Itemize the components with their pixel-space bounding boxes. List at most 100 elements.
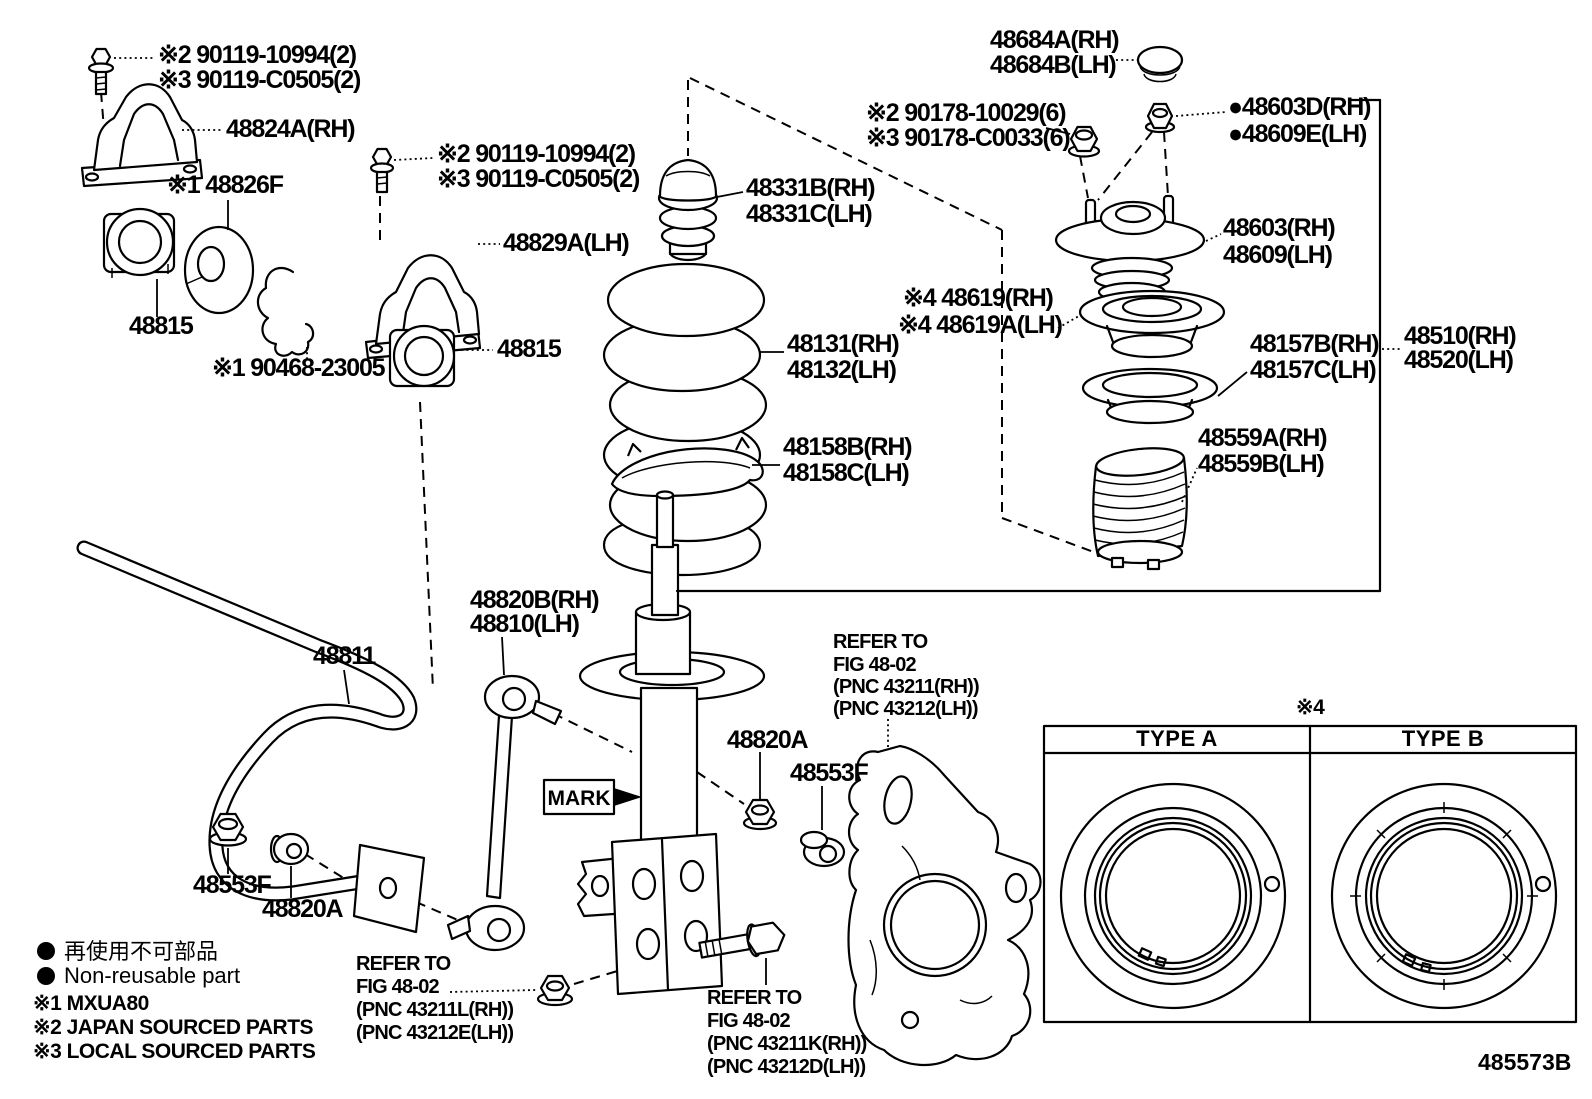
label-48559b: 48559B(LH) <box>1198 450 1324 478</box>
bolt-knuckle-drawing <box>698 921 786 959</box>
refer-block-strut-lower: REFER TO FIG 48-02 (PNC 43211L(RH)) (PNC… <box>356 953 514 1044</box>
stabilizer-link-drawing <box>446 674 563 952</box>
refer-block-knuckle-upper: REFER TO FIG 48-02 (PNC 43211(RH)) (PNC … <box>833 631 980 720</box>
labels-group: ※2 90119-10994(2) ※3 90119-C0505(2) 4882… <box>129 26 1518 923</box>
mark-pointer <box>614 788 642 806</box>
nut-48603d-drawing <box>1144 102 1176 134</box>
label-48609: 48609(LH) <box>1223 241 1333 269</box>
label-48811: 48811 <box>313 642 376 670</box>
label-48824a: 48824A(RH) <box>226 115 355 143</box>
label-48131: 48131(RH) <box>787 330 899 358</box>
nut-link-lower-drawing <box>536 974 574 1007</box>
label-48157b: 48157B(RH) <box>1250 330 1379 358</box>
type-a-header: TYPE A <box>1136 726 1218 751</box>
refer-b-line4: (PNC 43212D(LH)) <box>707 1056 865 1078</box>
spring-seat-48158b-drawing <box>610 436 764 498</box>
label-48331b: 48331B(RH) <box>746 174 875 202</box>
refer-b-line1: REFER TO <box>707 987 802 1009</box>
type-comparison-box: ※4 TYPE A TYPE B <box>1042 696 1578 1024</box>
bump-stopper-drawing <box>657 158 719 262</box>
legend-note3: ※3 LOCAL SOURCED PARTS <box>33 1040 316 1063</box>
strut-drawing <box>576 490 766 996</box>
bolt-icon-mid <box>369 147 395 194</box>
nonreusable-bullet-icon <box>37 942 55 960</box>
cap-48684-drawing <box>1136 45 1184 83</box>
figure-number: 485573B <box>1478 1049 1571 1075</box>
label-48815-left: 48815 <box>129 312 194 340</box>
legend: 再使用不可部品 Non-reusable part ※1 MXUA80 ※2 J… <box>33 939 316 1063</box>
label-bolt2-line1: ※2 90119-10994(2) <box>437 140 636 168</box>
legend-nonreusable-en: Non-reusable part <box>64 963 240 988</box>
refer-c-line4: (PNC 43212(LH)) <box>833 698 978 720</box>
legend-nonreusable-jp: 再使用不可部品 <box>64 939 218 964</box>
label-48158b: 48158B(RH) <box>783 433 912 461</box>
refer-c-line2: FIG 48-02 <box>833 654 917 676</box>
dust-cover-48559-drawing <box>1092 447 1188 571</box>
nut-90178-drawing <box>1067 125 1101 158</box>
legend-note2: ※2 JAPAN SOURCED PARTS <box>33 1016 314 1039</box>
label-48559a: 48559A(RH) <box>1198 424 1327 452</box>
stabilizer-bar-drawing <box>76 540 426 934</box>
leader-lines-group <box>114 57 1401 993</box>
label-48829a: 48829A(LH) <box>503 229 629 257</box>
steering-knuckle-drawing <box>847 744 1042 1067</box>
refer-a-line3: (PNC 43211L(RH)) <box>356 999 513 1021</box>
label-90468: ※1 90468-23005 <box>212 354 386 382</box>
label-48553f-left: 48553F <box>193 871 272 899</box>
seat-48157-drawing <box>1081 367 1219 425</box>
mark-label: MARK <box>548 787 611 810</box>
type-b-header: TYPE B <box>1402 726 1484 751</box>
refer-c-line3: (PNC 43211(RH)) <box>833 676 979 698</box>
label-48619a: ※4 48619A(LH) <box>898 311 1063 339</box>
label-90178-line2: ※3 90178-C0033(6) <box>866 124 1070 152</box>
label-bolt2-line2: ※3 90119-C0505(2) <box>437 165 640 193</box>
nonreusable-bullet-icon-2 <box>37 967 55 985</box>
assembly-bracket-lines <box>675 98 1382 593</box>
label-bolt1-line2: ※3 90119-C0505(2) <box>158 66 361 94</box>
label-48510: 48510(RH) <box>1404 322 1516 350</box>
label-48520: 48520(LH) <box>1404 346 1514 374</box>
label-48820b: 48820B(RH) <box>470 586 599 614</box>
refer-a-line4: (PNC 43212E(LH)) <box>356 1022 513 1044</box>
clip-90468-drawing <box>256 266 315 357</box>
legend-note1: ※1 MXUA80 <box>33 992 149 1015</box>
label-90178-line1: ※2 90178-10029(6) <box>866 99 1066 127</box>
label-48603d: ●48603D(RH) <box>1228 93 1371 121</box>
label-48158c: 48158C(LH) <box>783 459 909 487</box>
bracket-48824a-drawing <box>80 83 204 188</box>
refer-a-line2: FIG 48-02 <box>356 976 440 998</box>
label-48619: ※4 48619(RH) <box>903 284 1054 312</box>
label-48684b: 48684B(LH) <box>990 51 1116 79</box>
label-48826f: ※1 48826F <box>167 171 284 199</box>
nut-48820a-mid-drawing <box>742 798 778 831</box>
label-48684a: 48684A(RH) <box>990 26 1119 54</box>
label-48820a-left: 48820A <box>262 895 344 923</box>
label-48157c: 48157C(LH) <box>1250 356 1376 384</box>
label-48815-mid: 48815 <box>497 335 562 363</box>
bolt-icon-left <box>87 47 115 96</box>
refer-c-line1: REFER TO <box>833 631 928 653</box>
bearing-48619-drawing <box>1078 289 1226 359</box>
bushing-48815-mid-drawing <box>388 324 456 388</box>
label-48132: 48132(LH) <box>787 356 897 384</box>
label-48553f-mid: 48553F <box>790 759 869 787</box>
label-48820a-mid: 48820A <box>727 726 809 754</box>
label-48331c: 48331C(LH) <box>746 200 872 228</box>
bar-end-plate <box>352 843 426 934</box>
type-box-note: ※4 <box>1296 696 1325 719</box>
retainer-48826f-drawing <box>183 225 255 315</box>
refer-block-knuckle-lower: REFER TO FIG 48-02 (PNC 43211K(RH)) (PNC… <box>707 987 867 1078</box>
refer-a-line1: REFER TO <box>356 953 451 975</box>
refer-b-line2: FIG 48-02 <box>707 1010 791 1032</box>
bushing-48553f-mid-drawing <box>799 830 846 868</box>
bearing-type-b-rivets <box>1350 802 1538 990</box>
bearing-type-b-drawing <box>1330 782 1558 1010</box>
label-48603: 48603(RH) <box>1223 214 1335 242</box>
label-48810: 48810(LH) <box>470 610 580 638</box>
bearing-type-a-drawing <box>1059 782 1287 1010</box>
mark-flag: MARK <box>542 778 642 816</box>
coil-spring-drawing <box>602 262 768 577</box>
label-48609e: ●48609E(LH) <box>1228 120 1367 148</box>
